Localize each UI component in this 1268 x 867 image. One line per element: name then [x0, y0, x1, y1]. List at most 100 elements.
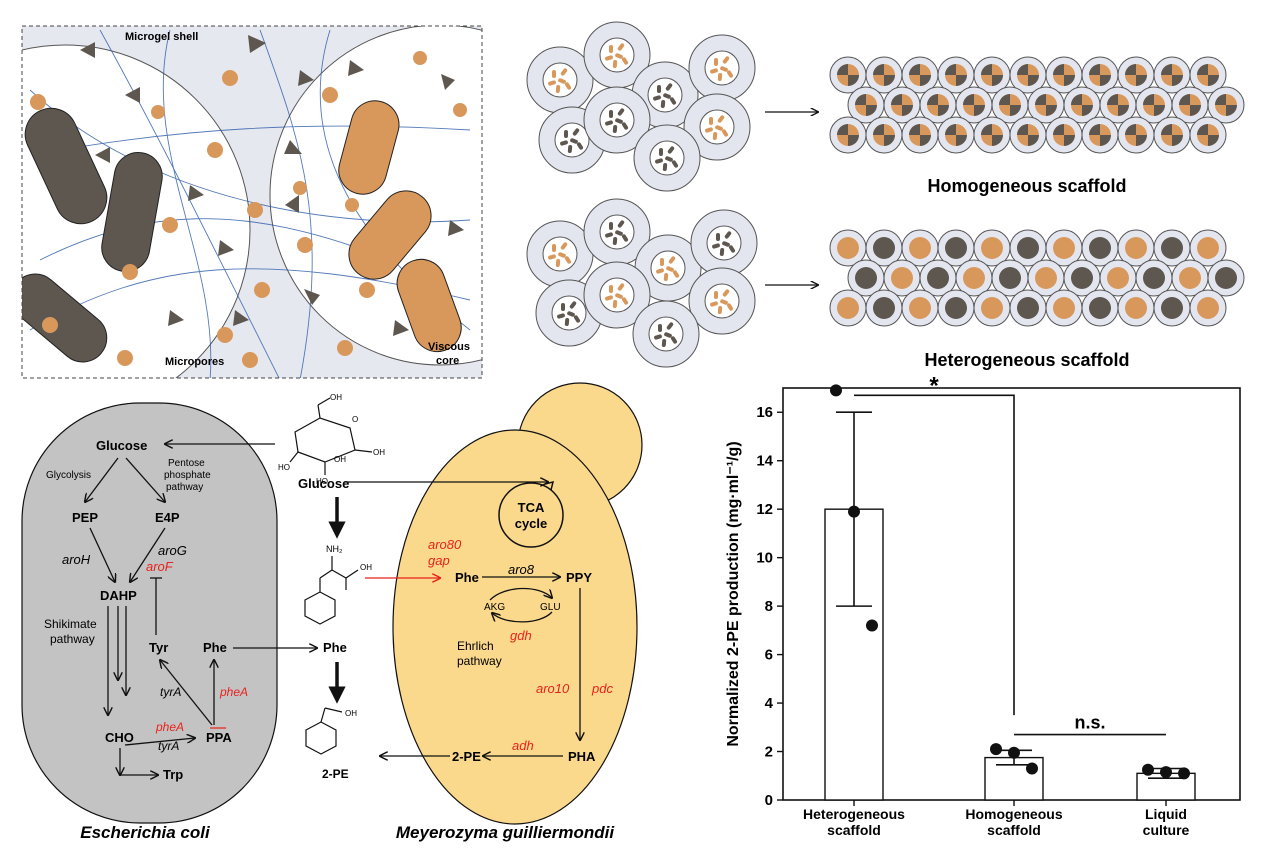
- scaffold-hetero-cell: [829, 289, 867, 327]
- microgel-orange: [683, 93, 751, 161]
- label-microgel-shell: Microgel shell: [125, 31, 198, 43]
- ecoli-dahp: DAHP: [100, 588, 137, 603]
- scaffold-hetero-cell: [1081, 229, 1119, 267]
- yeast-gdh: gdh: [510, 628, 532, 643]
- scaffold-hetero-cell: [865, 229, 903, 267]
- data-point: [1026, 762, 1038, 775]
- x-tick-label: scaffold: [987, 822, 1041, 838]
- scaffold-hetero-cell: [1009, 289, 1047, 327]
- scaffold-homo-cell: [1153, 56, 1191, 94]
- label-micropores: Micropores: [165, 356, 224, 368]
- scaffold-homo-cell: [1153, 116, 1191, 154]
- scaffold-homo-cell: [829, 116, 867, 154]
- data-point: [990, 743, 1002, 756]
- yeast-pdc: pdc: [591, 681, 613, 696]
- scaffold-homo-cell: [1117, 56, 1155, 94]
- scaffold-hetero-cell: [1153, 229, 1191, 267]
- yeast-ehrlich-2: pathway: [457, 654, 502, 668]
- phe-structure: [304, 556, 359, 625]
- scaffold-homo-cell: [1117, 116, 1155, 154]
- scaffold-homo-cell: [1063, 86, 1101, 124]
- scaffold-homo-cell: [847, 86, 885, 124]
- scaffold-hetero-cell: [865, 289, 903, 327]
- microgel-orange: [583, 21, 651, 89]
- ecoli-cell: [21, 402, 278, 824]
- svg-text:HO: HO: [278, 463, 290, 472]
- label-viscous: Viscous: [428, 341, 470, 353]
- ecoli-glycolysis: Glycolysis: [46, 470, 91, 481]
- microgel-dark: [633, 124, 701, 192]
- scaffold-homo-cell: [1009, 56, 1047, 94]
- data-point: [1178, 767, 1190, 780]
- microgel-dark: [583, 198, 651, 266]
- ecoli-aroH: aroH: [62, 552, 91, 567]
- y-tick-label: 10: [756, 550, 773, 567]
- yeast-gap: gap: [428, 553, 450, 568]
- y-tick-label: 14: [756, 453, 773, 470]
- scaffold-hetero-cell: [847, 259, 885, 297]
- yeast-aro80: aro80: [428, 537, 462, 552]
- x-tick-label: Heterogeneous: [803, 806, 905, 822]
- y-tick-label: 0: [765, 792, 773, 809]
- species-yeast: Meyerozyma guilliermondii: [396, 823, 615, 842]
- svg-text:O: O: [352, 415, 358, 424]
- ecoli-tyrA-1: tyrA: [160, 685, 181, 699]
- y-tick-label: 4: [765, 695, 774, 712]
- scaffold-homo-cell: [937, 116, 975, 154]
- middle-2pe: 2-PE: [322, 767, 349, 781]
- scaffold-homo-cell: [955, 86, 993, 124]
- yeast-phe: Phe: [455, 570, 479, 585]
- scaffold-homo-cell: [883, 86, 921, 124]
- ecoli-glucose: Glucose: [96, 438, 147, 453]
- microgel-dark: [583, 86, 651, 154]
- significance-star: *: [929, 372, 939, 399]
- ecoli-aroG: aroG: [158, 543, 187, 558]
- scaffold-hetero-cell: [883, 259, 921, 297]
- ecoli-pheA-2: pheA: [155, 720, 184, 734]
- x-tick-label: Liquid: [1145, 806, 1187, 822]
- microgel-orange: [583, 261, 651, 329]
- data-point: [866, 619, 878, 632]
- data-point: [1142, 763, 1154, 776]
- scaffold-hetero-cell: [829, 229, 867, 267]
- yeast-pha: PHA: [568, 749, 596, 764]
- yeast-akg: AKG: [484, 602, 505, 613]
- x-tick-label: Homogeneous: [965, 806, 1062, 822]
- scaffold-hetero-cell: [991, 259, 1029, 297]
- yeast-ppy: PPY: [566, 570, 592, 585]
- data-point: [830, 384, 842, 397]
- label-heterogeneous-scaffold: Heterogeneous scaffold: [924, 350, 1129, 370]
- label-core: core: [436, 355, 459, 367]
- scaffold-hetero-cell: [1135, 259, 1173, 297]
- ecoli-shikimate-2: pathway: [50, 632, 95, 646]
- scaffold-hetero-cell: [955, 259, 993, 297]
- scaffold-hetero-cell: [1117, 289, 1155, 327]
- yeast-aro8: aro8: [508, 562, 535, 577]
- scaffold-homo-cell: [901, 56, 939, 94]
- scaffold-homo-cell: [1189, 56, 1227, 94]
- scaffold-homo-cell: [1081, 56, 1119, 94]
- scaffold-hetero-cell: [1153, 289, 1191, 327]
- scaffold-homo-cell: [991, 86, 1029, 124]
- microgel-dark: [690, 209, 758, 277]
- scaffold-hetero-cell: [1063, 259, 1101, 297]
- scaffold-hetero-cell: [973, 229, 1011, 267]
- scaffold-homo-cell: [973, 116, 1011, 154]
- y-tick-label: 2: [765, 744, 773, 761]
- scaffold-hetero-cell: [1045, 229, 1083, 267]
- phe-nh2: NH₂: [326, 544, 343, 554]
- glucose-structure: [289, 397, 373, 475]
- data-point: [848, 505, 860, 518]
- ecoli-ppp-3: pathway: [166, 482, 203, 493]
- scaffold-homo-cell: [1045, 116, 1083, 154]
- significance-bracket: [854, 394, 1015, 716]
- x-tick-label: culture: [1143, 822, 1190, 838]
- ecoli-ppa: PPA: [206, 730, 232, 745]
- scaffold-hetero-cell: [1045, 289, 1083, 327]
- scaffold-homo-cell: [1171, 86, 1209, 124]
- yeast-tca-2: cycle: [515, 516, 548, 531]
- microgel-dark: [632, 300, 700, 368]
- panel-b-scaffolds: [526, 21, 1245, 368]
- scaffold-homo-cell: [1009, 116, 1047, 154]
- ecoli-arrows: [85, 444, 317, 775]
